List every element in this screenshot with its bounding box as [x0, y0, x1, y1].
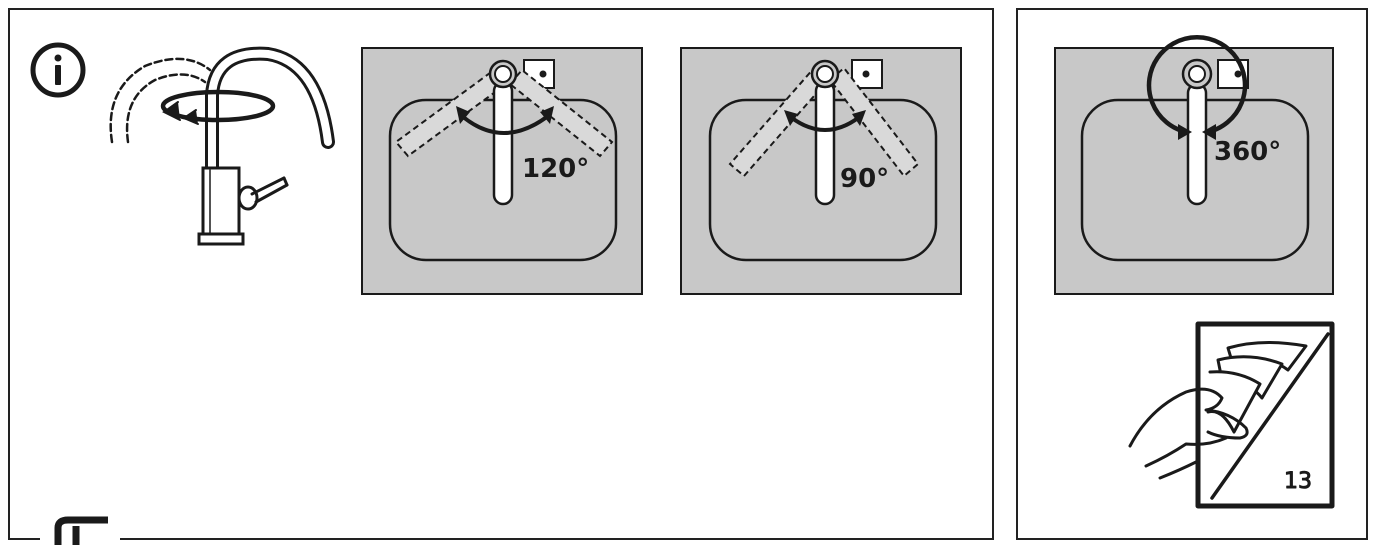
sink-diagram-120: 120°: [361, 47, 643, 295]
angle-label-120: 120°: [522, 154, 589, 184]
faucet-rotation-icon: [109, 46, 335, 246]
angle-label-90: 90°: [840, 164, 889, 194]
page-turn-hand-icon: 13: [1128, 321, 1335, 509]
angle-label-360: 360°: [1214, 137, 1281, 167]
page-number: 13: [1284, 469, 1312, 494]
sink-diagram-90: 90°: [680, 47, 962, 295]
brand-logo-icon: [40, 516, 120, 545]
info-icon: [30, 42, 86, 98]
sink-diagram-360: 360°: [1054, 35, 1334, 295]
